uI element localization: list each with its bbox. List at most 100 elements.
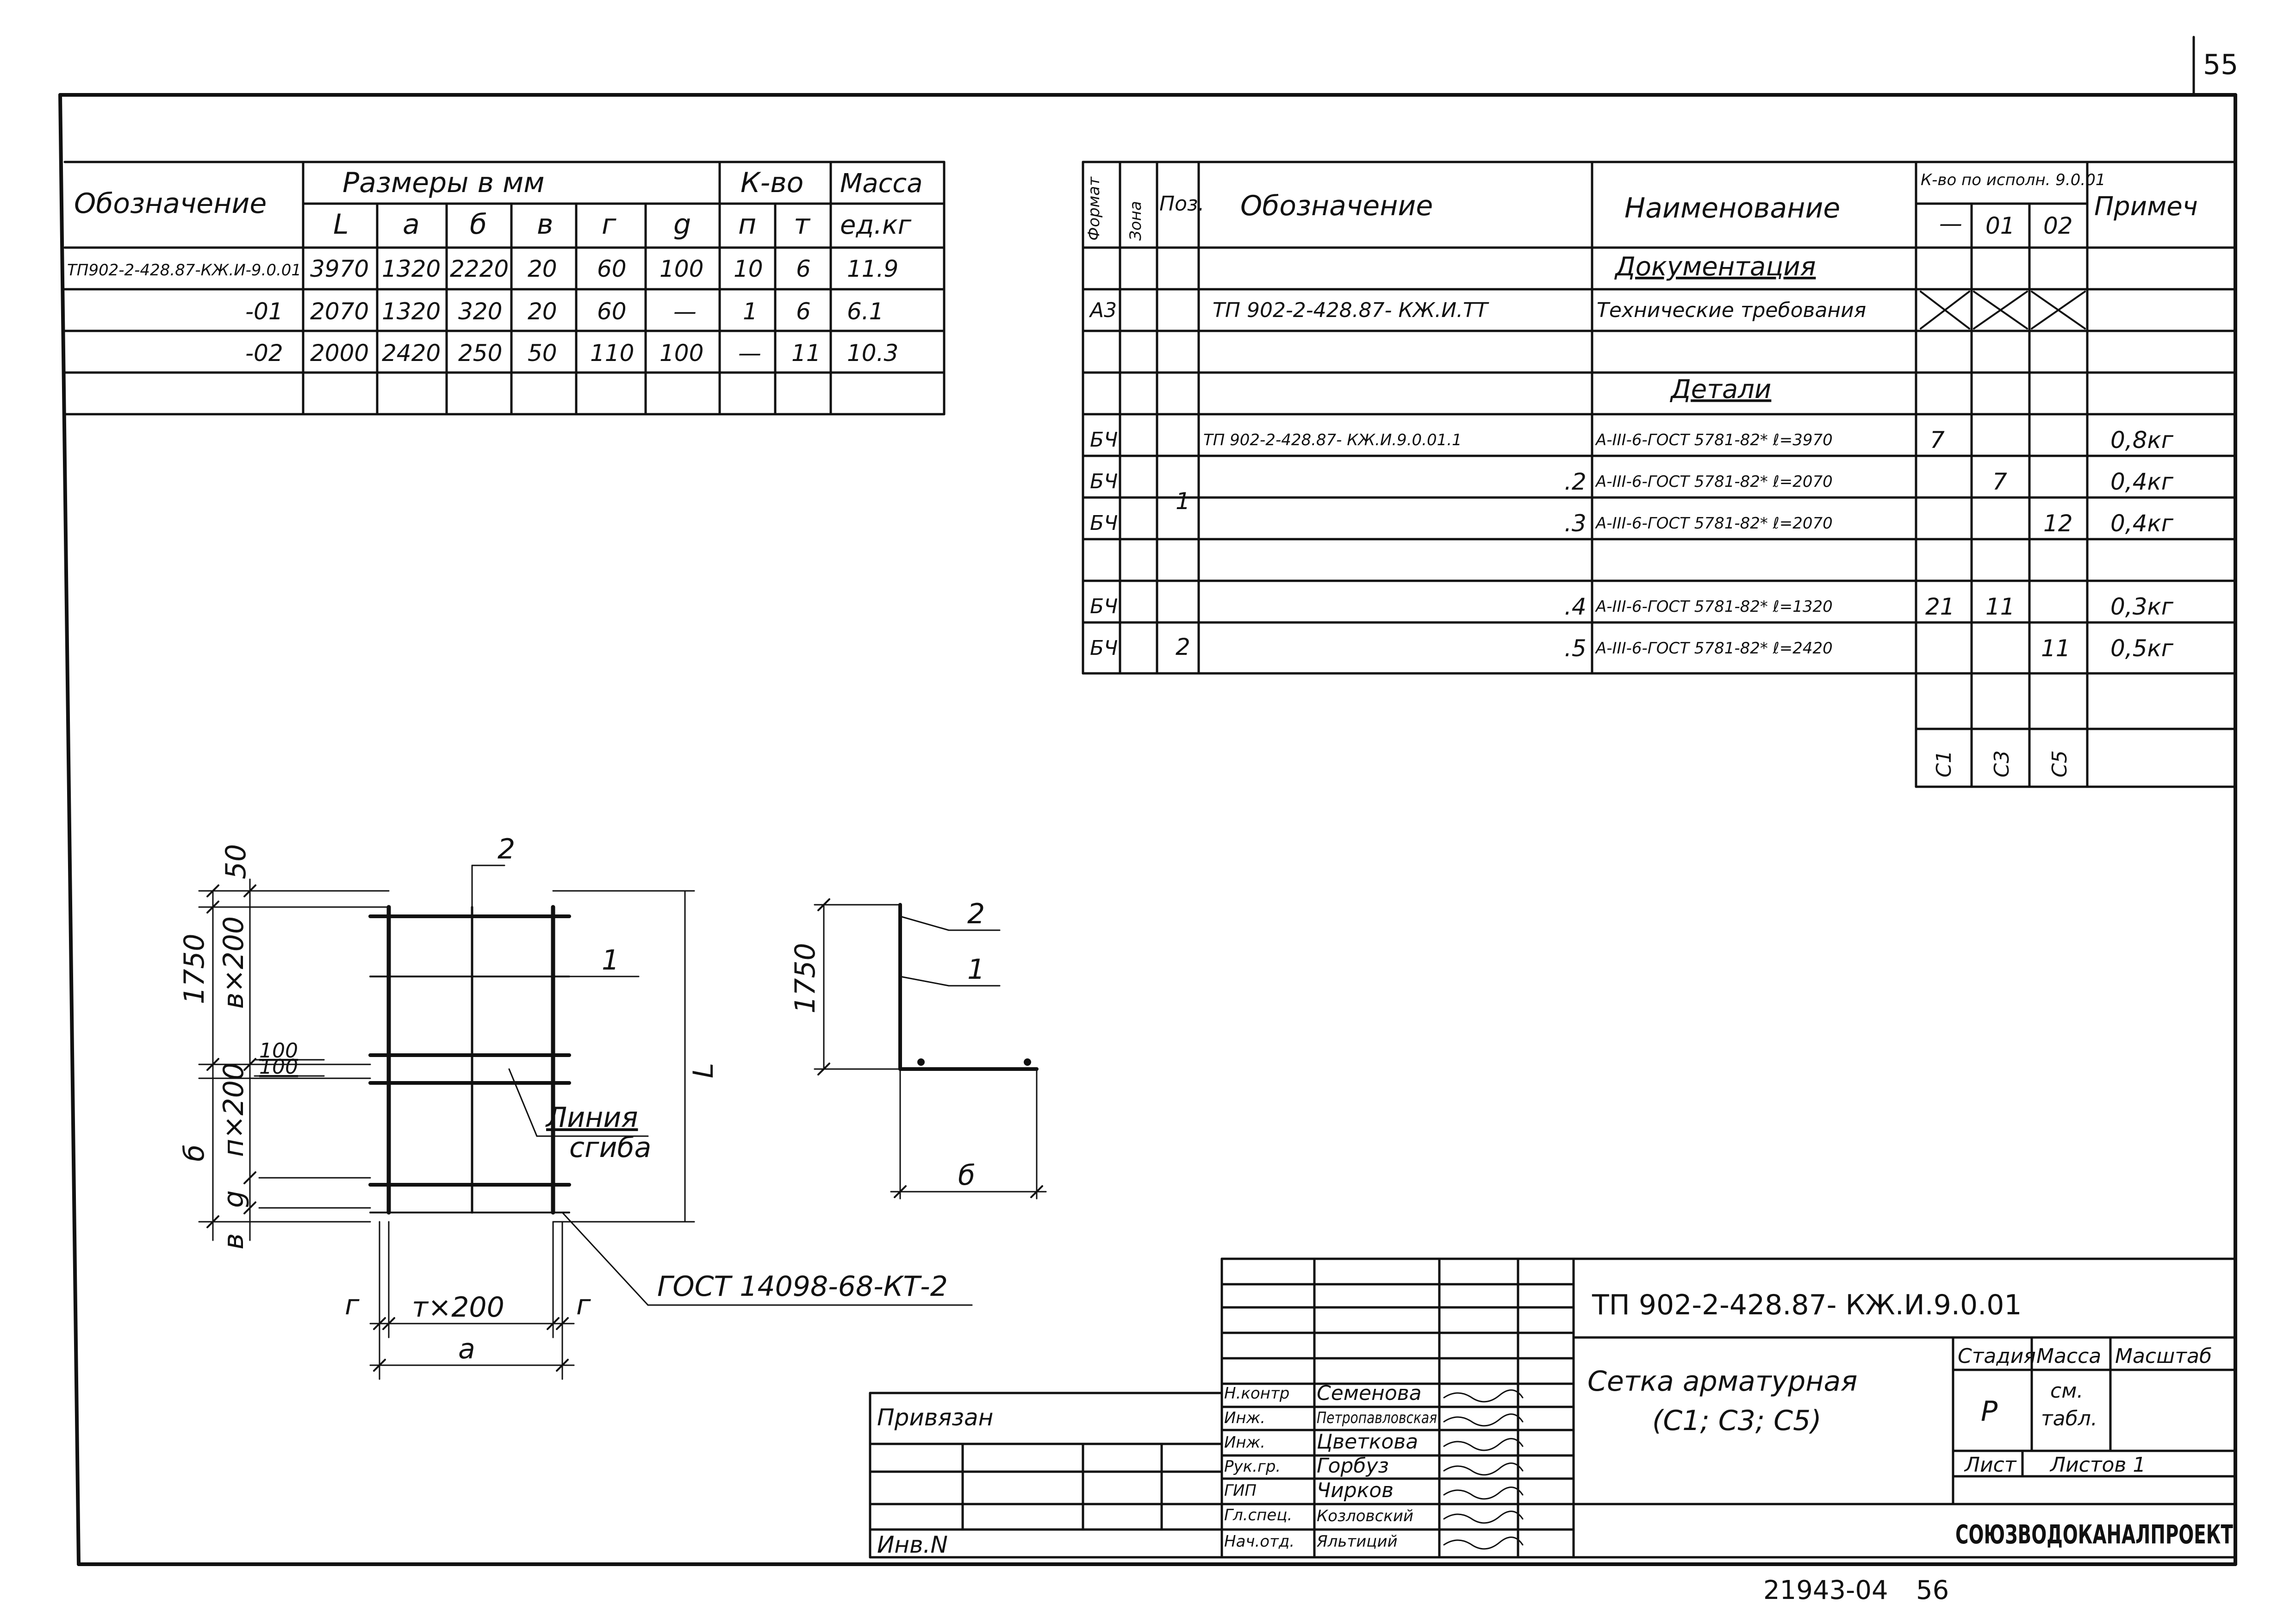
- col-a: а: [403, 208, 420, 241]
- qty-col-0: —: [1939, 210, 1962, 237]
- row-v: 20: [528, 255, 557, 282]
- row-m: 6: [796, 255, 811, 282]
- header-designation: Обозначение: [74, 187, 267, 220]
- mesh-plan-drawing: 50 1750 в×200 б п×200 g в L 100 100 г г …: [178, 833, 973, 1380]
- role-name: Яльтиций: [1316, 1532, 1398, 1551]
- spec-row: БЧ .3 А-III-6-ГОСТ 5781-82* ℓ=2070 12 0,…: [1090, 510, 2174, 537]
- signature-mark: [1443, 1462, 1524, 1476]
- header-qty: К-во по исполн. 9.0.01: [1921, 171, 2105, 189]
- bottom-page-number: 56: [1916, 1575, 1949, 1605]
- mass-value-1: см.: [2050, 1379, 2083, 1403]
- row-a: 1320: [382, 255, 441, 282]
- qty-col-2: 02: [2043, 212, 2073, 239]
- signature-row: Нач.отд. Яльтиций: [1224, 1532, 1524, 1551]
- pos-2-label: 2: [498, 833, 515, 865]
- row-v: 20: [528, 298, 557, 325]
- spec-name: А-III-6-ГОСТ 5781-82* ℓ=2070: [1595, 473, 1833, 491]
- header-note: Примеч: [2094, 192, 2198, 222]
- row-mass: 11.9: [847, 255, 898, 282]
- spec-designation: .4: [1564, 593, 1587, 620]
- spec-note: 0,8кг: [2110, 427, 2174, 454]
- header-dimensions: Размеры в мм: [342, 167, 545, 199]
- drawing-code: ТП 902-2-428.87- КЖ.И.9.0.01: [1592, 1289, 2022, 1321]
- mass-value-2: табл.: [2041, 1407, 2097, 1430]
- col-b: б: [470, 208, 487, 241]
- header-count: К-во: [740, 167, 803, 199]
- row-gg: 100: [660, 340, 703, 367]
- spec-pos: 1: [1176, 488, 1190, 515]
- row-v: 50: [528, 340, 557, 367]
- side-dim-1750: 1750: [789, 943, 821, 1014]
- dim-50: 50: [220, 844, 252, 879]
- spec-qty-1: 7: [1992, 468, 2007, 495]
- dim-r-right: г: [576, 1289, 591, 1321]
- row-L: 2000: [310, 340, 369, 367]
- spec-row: БЧ ТП 902-2-428.87- КЖ.И.9.0.01.1 А-III-…: [1090, 427, 2174, 454]
- header-mass: Масса: [840, 168, 923, 199]
- spec-note: 0,3кг: [2110, 593, 2174, 620]
- header-name: Наименование: [1624, 192, 1840, 224]
- spec-designation: .3: [1564, 510, 1587, 537]
- spec-format: А3: [1089, 298, 1117, 322]
- mesh-side-view: 1750 б 2 1: [789, 898, 1047, 1200]
- dim-a: а: [458, 1333, 475, 1365]
- role-label: Н.контр: [1224, 1384, 1289, 1403]
- row-L: 2070: [310, 298, 369, 325]
- dim-100-bottom: 100: [259, 1055, 298, 1079]
- spec-row: А3 ТП 902-2-428.87- КЖ.И.ТТ Технические …: [1089, 298, 1866, 322]
- row-n: —: [738, 340, 761, 367]
- spec-format: БЧ: [1090, 595, 1118, 618]
- role-label: Инж.: [1224, 1433, 1265, 1452]
- spec-note: 0,4кг: [2110, 468, 2174, 495]
- row-mass: 6.1: [847, 298, 884, 325]
- row-g: 60: [597, 255, 627, 282]
- dim-r-left: г: [345, 1289, 360, 1321]
- footer-col-c3: С3: [1990, 750, 2014, 777]
- role-name: Козловский: [1317, 1507, 1413, 1525]
- signature-mark: [1443, 1438, 1524, 1451]
- row-b: 2220: [450, 255, 509, 282]
- signature-row: Инж. Петропавловская: [1224, 1409, 1524, 1427]
- col-gg: g: [673, 208, 691, 241]
- role-label: Нач.отд.: [1224, 1532, 1294, 1551]
- pos-1-label: 1: [602, 944, 619, 976]
- header-designation: Обозначение: [1240, 190, 1433, 222]
- row-designation: -01: [245, 298, 283, 325]
- spec-qty-0: 7: [1930, 427, 1945, 454]
- signature-row: ГИП Чирков: [1224, 1479, 1524, 1502]
- row-gg: 100: [660, 255, 703, 282]
- signature-row: Гл.спец. Козловский: [1224, 1506, 1524, 1525]
- row-L: 3970: [310, 255, 369, 282]
- row-a: 1320: [382, 298, 441, 325]
- spec-designation: .2: [1564, 468, 1587, 495]
- footer-col-c5: С5: [2048, 750, 2072, 777]
- archive-number: 21943-04: [1763, 1575, 1888, 1605]
- signature-mark: [1443, 1511, 1524, 1524]
- row-n: 10: [734, 255, 763, 282]
- signature-mark: [1443, 1389, 1524, 1403]
- dim-1750: 1750: [178, 933, 211, 1004]
- bend-line-label-2: сгиба: [569, 1132, 651, 1164]
- spec-format: БЧ: [1090, 636, 1118, 660]
- role-name: Петропавловская: [1317, 1409, 1437, 1427]
- title-block: ТП 902-2-428.87- КЖ.И.9.0.01 Сетка армат…: [869, 1257, 2237, 1559]
- bound-label: Привязан: [877, 1404, 993, 1431]
- dim-L: L: [687, 1063, 720, 1078]
- spec-designation: ТП 902-2-428.87- КЖ.И.9.0.01.1: [1203, 431, 1462, 449]
- stage-label: Стадия: [1958, 1344, 2036, 1368]
- section-details: Детали: [1669, 374, 1771, 404]
- dim-100-top: 100: [259, 1039, 298, 1063]
- col-n: п: [738, 208, 756, 241]
- spec-qty-1: 11: [1985, 593, 2015, 620]
- organization-name: СОЮЗВОДОКАНАЛПРОЕКТ: [1955, 1520, 2233, 1550]
- sheets-label: Листов 1: [2049, 1453, 2146, 1477]
- drawing-title-1: Сетка арматурная: [1587, 1365, 1857, 1398]
- role-name: Цветкова: [1317, 1430, 1418, 1454]
- drawing-title-2: (С1; С3; С5): [1652, 1405, 1822, 1437]
- signature-mark: [1443, 1413, 1524, 1427]
- role-label: ГИП: [1224, 1481, 1257, 1500]
- header-pos: Поз.: [1159, 192, 1204, 216]
- specification-table: Формат Зона Поз. Обозначение Наименовани…: [1082, 161, 2237, 788]
- spec-designation: .5: [1564, 635, 1587, 662]
- row-designation: -02: [245, 340, 283, 367]
